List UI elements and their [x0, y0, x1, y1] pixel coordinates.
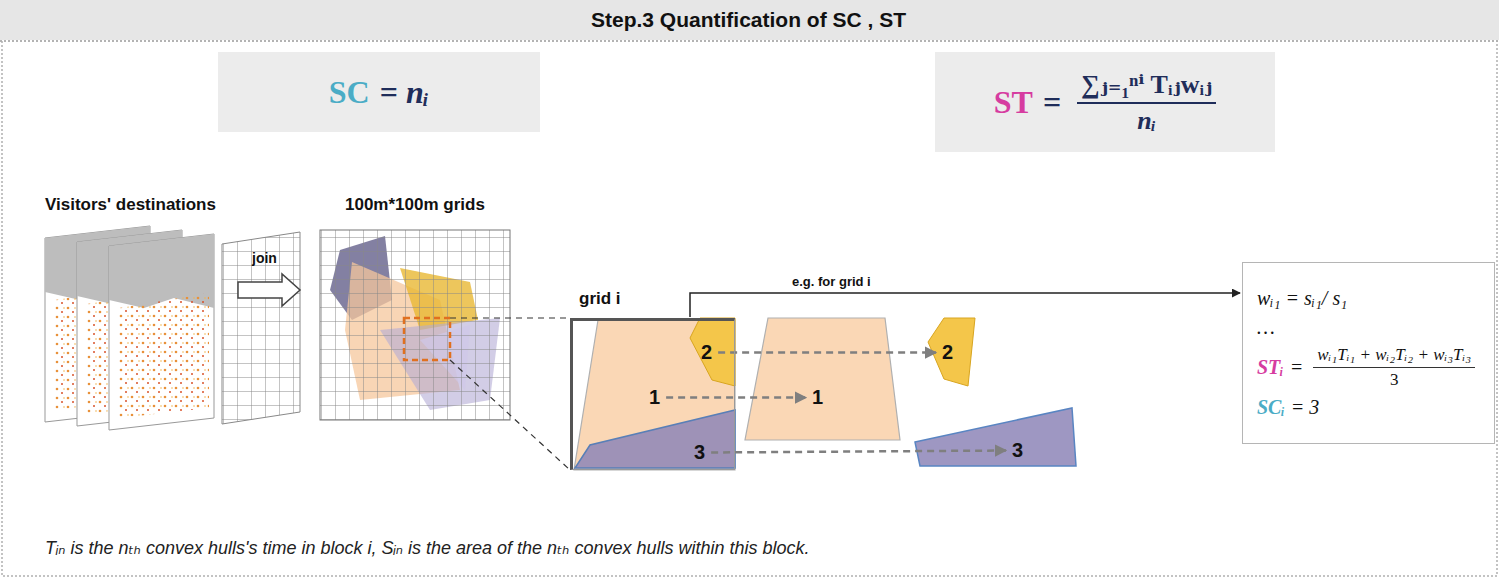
join-arrow — [238, 274, 300, 306]
annotation: join — [252, 250, 277, 266]
calc-row: STᵢ = wᵢ₁Tᵢ₁ + wᵢ₂Tᵢ₂ + wᵢ₃Tᵢ₃3 — [1257, 345, 1480, 390]
numerator: wᵢ₁Tᵢ₁ + wᵢ₂Tᵢ₂ + wᵢ₃Tᵢ₃ — [1313, 345, 1475, 368]
hull-number: 1 — [809, 385, 826, 410]
formula-term: nᵢ — [406, 74, 429, 111]
hull-number: 1 — [649, 386, 660, 408]
dashed-arrow — [666, 396, 806, 399]
calc-row: wᵢ₁ = sᵢ₁/ s₁ — [1257, 287, 1480, 310]
calc-row: SCᵢ = 3 — [1257, 396, 1480, 419]
title: Step.3 Quantification of SC , ST — [591, 8, 906, 32]
hull-number: 1 — [646, 385, 663, 410]
hull-number: 2 — [701, 341, 712, 363]
formula-symbol: ST — [994, 84, 1033, 121]
leader-arrow — [690, 293, 1240, 317]
calc-box: wᵢ₁ = sᵢ₁/ s₁ … STᵢ = wᵢ₁Tᵢ₁ + wᵢ₂Tᵢ₂ + wᵢ₃T… — [1242, 262, 1495, 444]
formula-box: SC =nᵢ — [218, 52, 540, 132]
frame — [2, 41, 1497, 576]
annotation: Visitors' destinations — [45, 195, 216, 215]
numerator: ∑ⱼ₌₁ⁿⁱ Tᵢⱼwᵢⱼ — [1077, 69, 1216, 104]
separated-hulls — [745, 318, 1076, 466]
formula-symbol: STᵢ — [1257, 356, 1284, 379]
formula-box: ST = ∑ⱼ₌₁ⁿⁱ Tᵢⱼwᵢⱼnᵢ — [935, 52, 1275, 152]
hull-number: 2 — [939, 340, 956, 365]
calc-row: … — [1257, 316, 1480, 339]
annotation: Tᵢₙ is the nₜₕ convex hulls's time in bl… — [45, 537, 810, 559]
cell-hulls — [574, 318, 735, 470]
formula-symbol: SC — [329, 74, 370, 111]
dashed-arrow — [718, 351, 936, 354]
grid-heading: grid i — [579, 289, 621, 309]
ellipsis: … — [1257, 316, 1275, 339]
formula: SC =nᵢ — [329, 74, 429, 111]
equals-sign: = — [1290, 356, 1304, 379]
grid-cell: grid i213 — [570, 318, 735, 470]
annotation: 100m*100m grids — [345, 195, 485, 215]
denominator: nᵢ — [1137, 104, 1156, 136]
formula: ST = ∑ⱼ₌₁ⁿⁱ Tᵢⱼwᵢⱼnᵢ — [994, 69, 1217, 136]
hull-number: 1 — [812, 386, 823, 408]
header-bar — [0, 0, 1499, 40]
fraction: wᵢ₁Tᵢ₁ + wᵢ₂Tᵢ₂ + wᵢ₃Tᵢ₃3 — [1313, 345, 1475, 390]
map-stack — [45, 226, 300, 430]
formula-value: = 3 — [1291, 396, 1320, 419]
zoom-line — [450, 360, 570, 470]
hull-number: 2 — [942, 341, 953, 363]
edge-label: e.g. for grid i — [790, 274, 873, 289]
weight-formula: wᵢ₁ = sᵢ₁/ s₁ — [1257, 287, 1347, 310]
hull-number: 3 — [1009, 438, 1026, 463]
equals-sign: = — [1043, 84, 1061, 121]
grid-map — [320, 230, 510, 420]
formula-symbol: SCᵢ — [1257, 396, 1285, 419]
dashed-arrow — [711, 451, 1006, 453]
hull-number: 3 — [1012, 439, 1023, 461]
zoom-line — [450, 317, 570, 318]
fraction: ∑ⱼ₌₁ⁿⁱ Tᵢⱼwᵢⱼnᵢ — [1077, 69, 1216, 136]
hull-number: 2 — [698, 340, 715, 365]
denominator: 3 — [1390, 368, 1399, 390]
hull-number: 3 — [691, 440, 708, 465]
equals-sign: = — [380, 74, 398, 111]
hull-number: 3 — [694, 441, 705, 463]
